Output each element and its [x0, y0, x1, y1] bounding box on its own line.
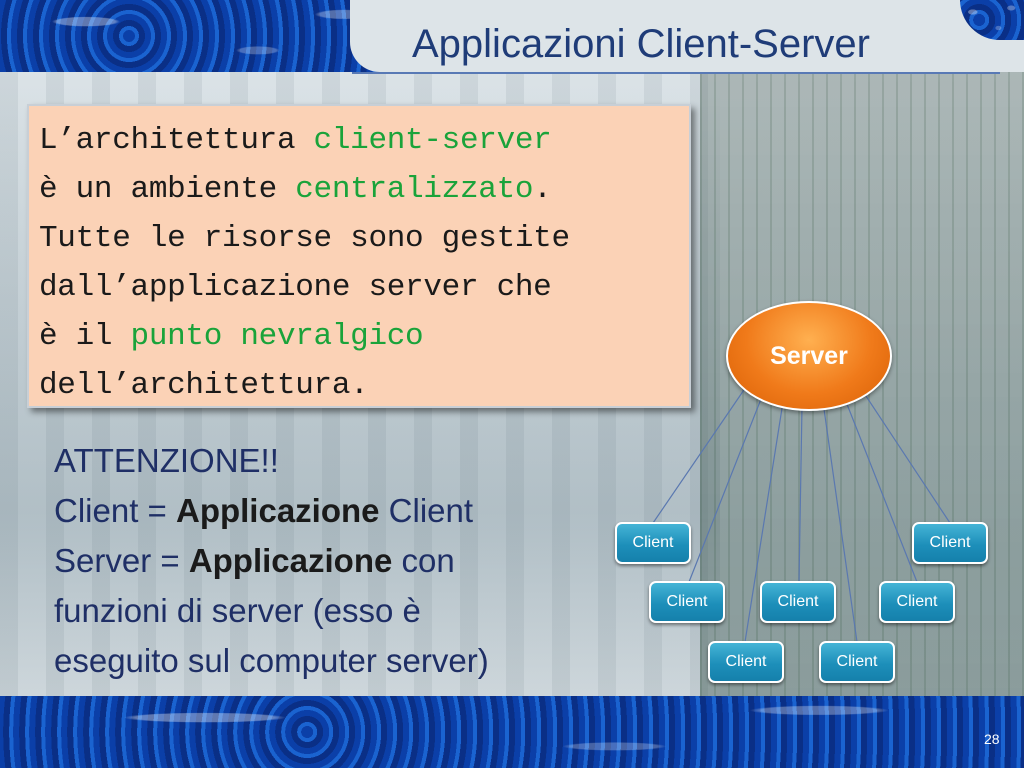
- client-node: Client: [879, 581, 955, 623]
- note-line-5: eseguito sul computer server): [54, 642, 489, 679]
- water-decoration-bottom: [0, 696, 1024, 768]
- server-node: Server: [726, 301, 892, 411]
- client-definition: Client = Applicazione Client: [54, 486, 594, 536]
- attention-heading: ATTENZIONE!!: [54, 442, 279, 479]
- definition-text: è il: [39, 319, 131, 354]
- note-bold: Applicazione: [188, 542, 393, 579]
- client-node: Client: [615, 522, 691, 564]
- title-area: [350, 0, 1024, 72]
- definition-line-4: dall’applicazione server che: [39, 270, 552, 305]
- slide-title: Applicazioni Client-Server: [412, 22, 870, 66]
- note-text: Server =: [54, 542, 189, 579]
- highlight-centralizzato: centralizzato: [295, 172, 534, 207]
- note-text: con: [392, 542, 455, 579]
- page-number: 28: [984, 731, 1000, 747]
- highlight-client-server: client-server: [313, 123, 552, 158]
- definition-text: L’architettura: [39, 123, 314, 158]
- definition-box: L’architettura client-server è un ambien…: [27, 104, 691, 408]
- definition-line-6: dell’architettura.: [39, 368, 369, 403]
- definition-line-2: è un ambiente centralizzato.: [39, 165, 681, 214]
- definition-line-3: Tutte le risorse sono gestite: [39, 221, 570, 256]
- client-node: Client: [760, 581, 836, 623]
- client-node: Client: [819, 641, 895, 683]
- note-text: Client =: [54, 492, 176, 529]
- highlight-punto-nevralgico: punto nevralgico: [130, 319, 424, 354]
- attention-note: ATTENZIONE!! Client = Applicazione Clien…: [54, 436, 594, 686]
- definition-text: .: [533, 172, 552, 207]
- note-line-4: funzioni di server (esso è: [54, 592, 421, 629]
- definition-text: è un ambiente: [39, 172, 296, 207]
- title-underline: [352, 72, 1000, 74]
- client-node: Client: [649, 581, 725, 623]
- note-bold: Applicazione: [175, 492, 380, 529]
- server-definition: Server = Applicazione con: [54, 536, 594, 586]
- note-text: Client: [379, 492, 474, 529]
- client-node: Client: [708, 641, 784, 683]
- client-node: Client: [912, 522, 988, 564]
- definition-line-1: L’architettura client-server: [39, 116, 681, 165]
- definition-line-5: è il punto nevralgico: [39, 312, 681, 361]
